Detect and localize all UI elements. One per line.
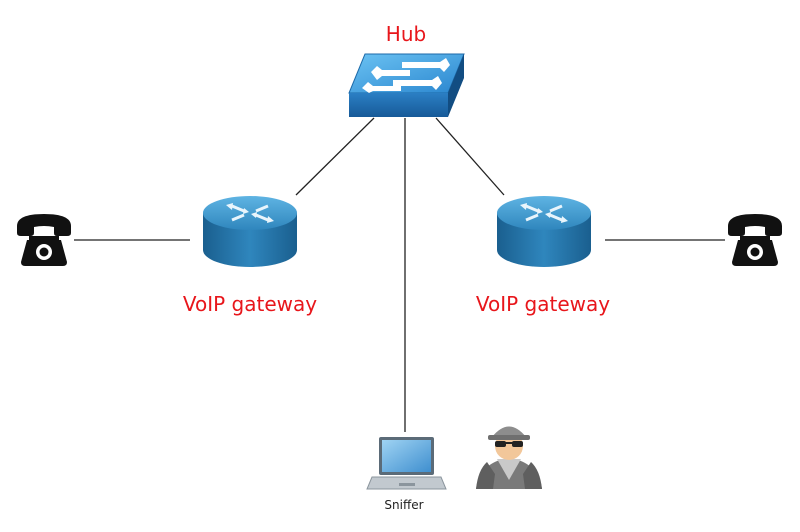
left-telephone-icon — [17, 214, 71, 266]
sniffer-laptop-icon — [366, 437, 447, 490]
hub-label: Hub — [386, 22, 426, 46]
link-hub-right-gateway — [435, 117, 505, 196]
right-telephone-icon — [728, 214, 782, 266]
sniffer-label: Sniffer — [384, 498, 423, 512]
left-gateway-router-icon — [203, 196, 297, 267]
right-gateway-label: VoIP gateway — [476, 292, 610, 316]
right-gateway-router-icon — [497, 196, 591, 267]
attacker-spy-icon — [476, 426, 542, 489]
network-hub-icon — [348, 53, 465, 117]
link-hub-left-gateway — [295, 117, 375, 196]
left-gateway-label: VoIP gateway — [183, 292, 317, 316]
